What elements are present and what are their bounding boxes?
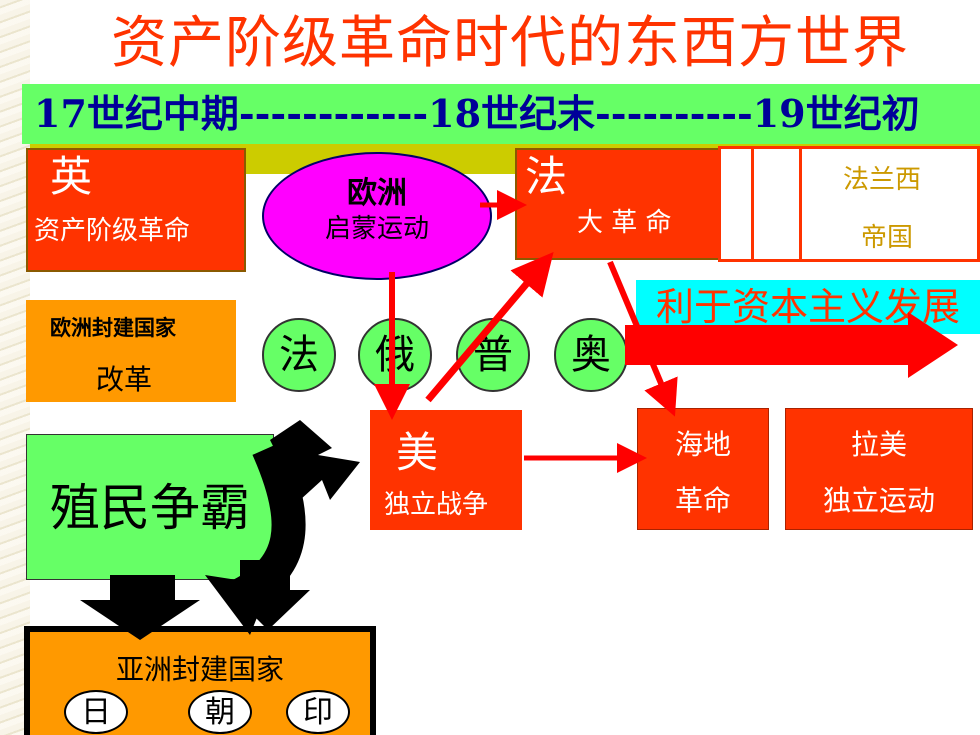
britain-event: 资产阶级革命: [34, 216, 191, 246]
britain-revolution-box: 英 资产阶级革命: [26, 148, 246, 272]
feudal-reform-box: 欧洲封建国家 改革: [26, 300, 236, 402]
empire-line2: 帝国: [861, 223, 914, 253]
asia-title: 亚洲封建国家: [115, 653, 284, 686]
reform-line2: 改革: [96, 363, 153, 396]
black-arrow-to-asia-right: [228, 560, 310, 630]
page-title: 资产阶级革命时代的东西方世界: [111, 11, 909, 76]
latin-america-box: 拉美 独立运动: [785, 408, 973, 530]
usa-event: 独立战争: [384, 490, 489, 520]
enlightenment-label: 启蒙运动: [324, 214, 429, 244]
europe-label: 欧洲: [347, 176, 407, 211]
american-independence-box: 美 独立战争: [370, 410, 522, 530]
arrow-usa-to-france: [425, 251, 554, 403]
usa-label: 美: [396, 428, 439, 477]
asia-country-circle: 朝: [188, 690, 252, 734]
asia-country-circle: 印: [286, 690, 350, 734]
french-empire-box: 法兰西 帝国: [718, 146, 980, 262]
britain-label: 英: [50, 152, 93, 201]
colonial-rivalry-box: 殖民争霸: [26, 434, 274, 580]
haiti-revolution-box: 海地 革命: [637, 408, 769, 530]
black-arrow-to-asia-left: [80, 575, 200, 640]
reform-country-circle: 法: [262, 318, 336, 392]
french-revolution-box: 法 大 革 命: [515, 148, 720, 260]
reform-country-circle: 普: [456, 318, 530, 392]
frame-divider: [751, 149, 754, 259]
haiti-line1: 海地: [674, 428, 731, 461]
french-revolution-label: 大 革 命: [577, 208, 672, 238]
capitalism-big-arrow: [625, 312, 958, 378]
timeline-bar: 17世纪中期------------18世纪末----------19世纪初: [22, 84, 980, 144]
reform-line1: 欧洲封建国家: [50, 316, 176, 340]
latam-line2: 独立运动: [822, 484, 935, 517]
frame-divider: [799, 149, 802, 259]
asia-country-circle: 日: [64, 690, 128, 734]
enlightenment-ellipse: 欧洲 启蒙运动: [262, 152, 492, 280]
haiti-line2: 革命: [674, 484, 731, 517]
france-label: 法: [525, 152, 568, 201]
reform-country-circle: 奥: [554, 318, 628, 392]
latam-line1: 拉美: [850, 428, 907, 461]
empire-line1: 法兰西: [843, 165, 922, 195]
